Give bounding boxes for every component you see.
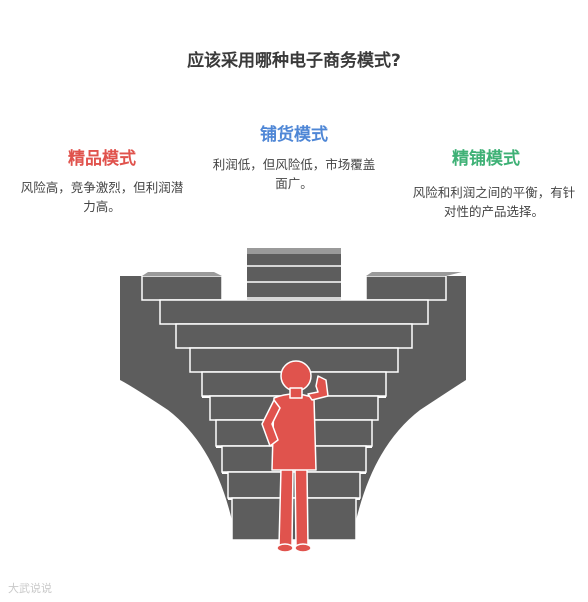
option-title-dropship: 铺货模式 [260,125,328,145]
watermark-left: 大武说说 [8,582,52,595]
middle-tower-top [247,248,341,254]
option-desc-boutique: 风险高，竞争激烈，但利润潜力高。 [20,180,184,214]
option-title-refined-dropship: 精铺模式 [452,149,520,169]
diagram-title: 应该采用哪种电子商务模式? [187,51,401,71]
left-stair-block [120,276,236,540]
option-desc-refined-dropship: 风险和利润之间的平衡，有针对性的产品选择。 [412,185,576,219]
option-desc-dropship: 利润低，但风险低，市场覆盖面广。 [212,157,376,191]
right-stair-block [352,276,466,540]
person-figure-icon [261,360,329,553]
option-title-boutique: 精品模式 [68,149,136,169]
